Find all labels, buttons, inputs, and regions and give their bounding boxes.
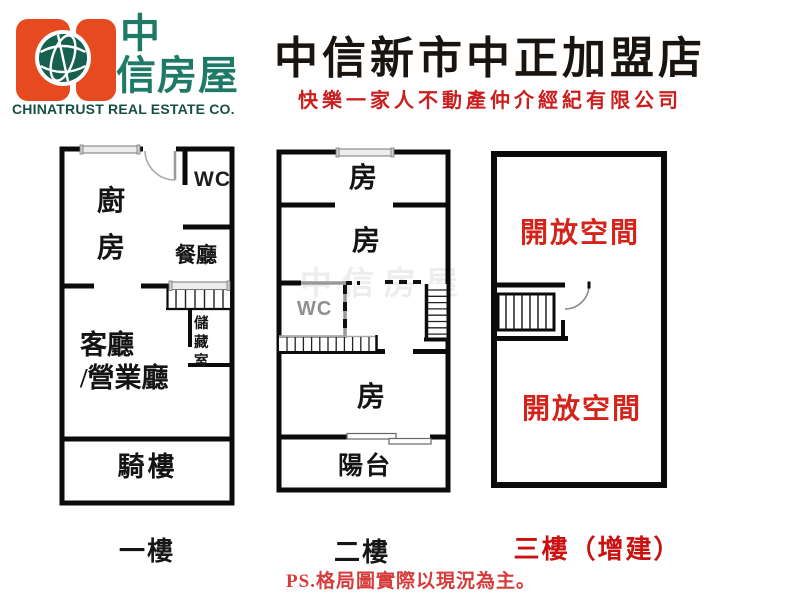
floor2-balcony-window-icon bbox=[346, 432, 432, 445]
room-label-kitchen: 廚房 bbox=[97, 186, 126, 264]
room-label-open-lower: 開放空間 bbox=[521, 394, 642, 425]
floor2-stairs-up-icon bbox=[424, 284, 448, 342]
brand-cjk-line1: 中 bbox=[120, 11, 160, 56]
brand-company-name: CHINATRUST REAL ESTATE CO. bbox=[12, 101, 235, 117]
room-label-dining: 餐廳 bbox=[175, 243, 217, 267]
floor2-stairs-run-icon bbox=[279, 335, 378, 352]
room-label-room-bottom: 房 bbox=[357, 382, 386, 413]
floor1-top-window-icon bbox=[79, 144, 141, 155]
room-label-arcade: 騎樓 bbox=[117, 452, 178, 482]
room-label-open-upper: 開放空間 bbox=[519, 218, 640, 249]
room-label-storage: 儲藏室 bbox=[194, 316, 209, 371]
floor2-top-window-icon bbox=[335, 147, 395, 158]
room-label-wc-floor2: WC bbox=[297, 298, 333, 320]
floor1-caption: 一樓 bbox=[118, 537, 175, 566]
floor3-stair-door-icon bbox=[564, 281, 591, 310]
floor3-caption: 三樓（增建） bbox=[513, 535, 682, 564]
floor1-plan bbox=[59, 144, 235, 506]
brand-logo-mark-icon bbox=[16, 19, 116, 101]
floor3-walls bbox=[491, 151, 667, 488]
floor3-stairs-icon bbox=[496, 292, 556, 332]
floor1-entry-door-icon bbox=[143, 145, 177, 181]
room-label-living: 客廳 /營業廳 bbox=[80, 330, 169, 393]
room-label-room-top: 房 bbox=[349, 163, 378, 194]
room-label-wc-floor1: WC bbox=[194, 168, 231, 191]
brand-cjk-line2: 信房屋 bbox=[116, 53, 239, 98]
room-label-balcony: 陽台 bbox=[337, 453, 392, 480]
floor2-plan bbox=[276, 147, 451, 493]
floor1-stairs-icon bbox=[166, 280, 231, 311]
room-label-room-mid: 房 bbox=[352, 226, 381, 257]
footnote: PS.格局圖實際以現況為主。 bbox=[286, 571, 536, 592]
floor3-plan bbox=[491, 151, 667, 488]
brand-logo bbox=[16, 18, 116, 102]
floor2-caption: 二樓 bbox=[333, 538, 390, 567]
page-subtitle: 快樂一家人不動產仲介經紀有限公司 bbox=[298, 90, 682, 112]
page-title: 中信新市中正加盟店 bbox=[274, 34, 706, 83]
